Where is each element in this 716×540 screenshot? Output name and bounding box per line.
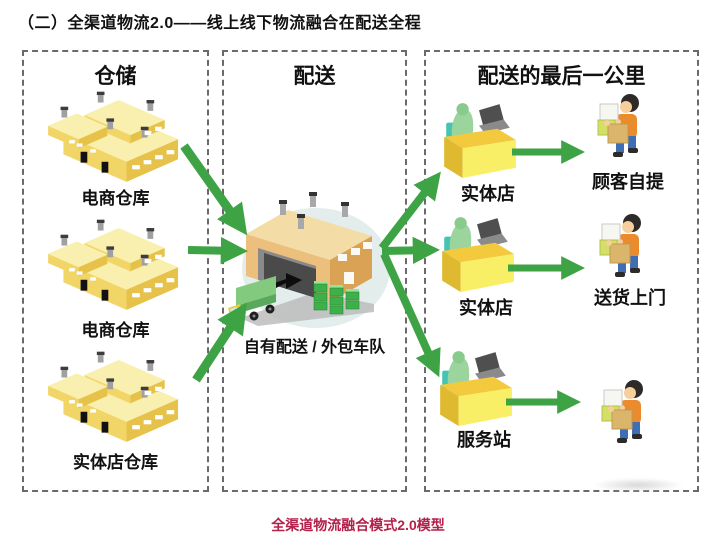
panel-last-mile: 配送的最后一公里 实体店 顾客自提 实体店 送货上门 服务站	[424, 50, 699, 492]
fleet-label: 自有配送 / 外包车队	[243, 339, 386, 356]
page-title: （二）全渠道物流2.0——线上线下物流融合在配送全程	[18, 15, 422, 32]
store-counter-clerk-icon-3	[434, 346, 514, 428]
last-mile-header: 配送的最后一公里	[477, 65, 646, 88]
faint-watermark	[593, 478, 683, 492]
dest-label-2: 送货上门	[594, 288, 666, 308]
panel-distribution: 配送	[222, 50, 407, 492]
customer-carrying-boxes-icon-2	[596, 212, 650, 288]
distribution-header: 配送	[293, 65, 336, 88]
store-label-1: 实体店	[461, 184, 515, 204]
distribution-center-truck-icon	[228, 192, 390, 328]
store-counter-clerk-icon-2	[436, 212, 516, 294]
dest-label-1: 顾客自提	[592, 172, 664, 192]
customer-carrying-boxes-icon-1	[594, 92, 648, 168]
store-counter-clerk-icon-1	[438, 98, 518, 180]
warehouse-building-icon-2	[29, 218, 201, 314]
warehouse-building-icon-3	[29, 350, 201, 446]
warehousing-header: 仓储	[94, 65, 137, 88]
panel-warehousing: 仓储 电商仓库 电商仓库 实体店仓库	[22, 50, 209, 492]
warehouse-label-2: 电商仓库	[81, 321, 150, 340]
warehouse-building-icon-1	[29, 90, 201, 186]
warehouse-label-3: 实体店仓库	[73, 453, 158, 472]
store-label-3: 服务站	[457, 430, 511, 450]
customer-carrying-boxes-icon-3	[598, 378, 652, 454]
store-label-2: 实体店	[459, 298, 513, 318]
warehouse-label-1: 电商仓库	[81, 189, 150, 208]
diagram-caption: 全渠道物流融合模式2.0模型	[271, 517, 445, 533]
